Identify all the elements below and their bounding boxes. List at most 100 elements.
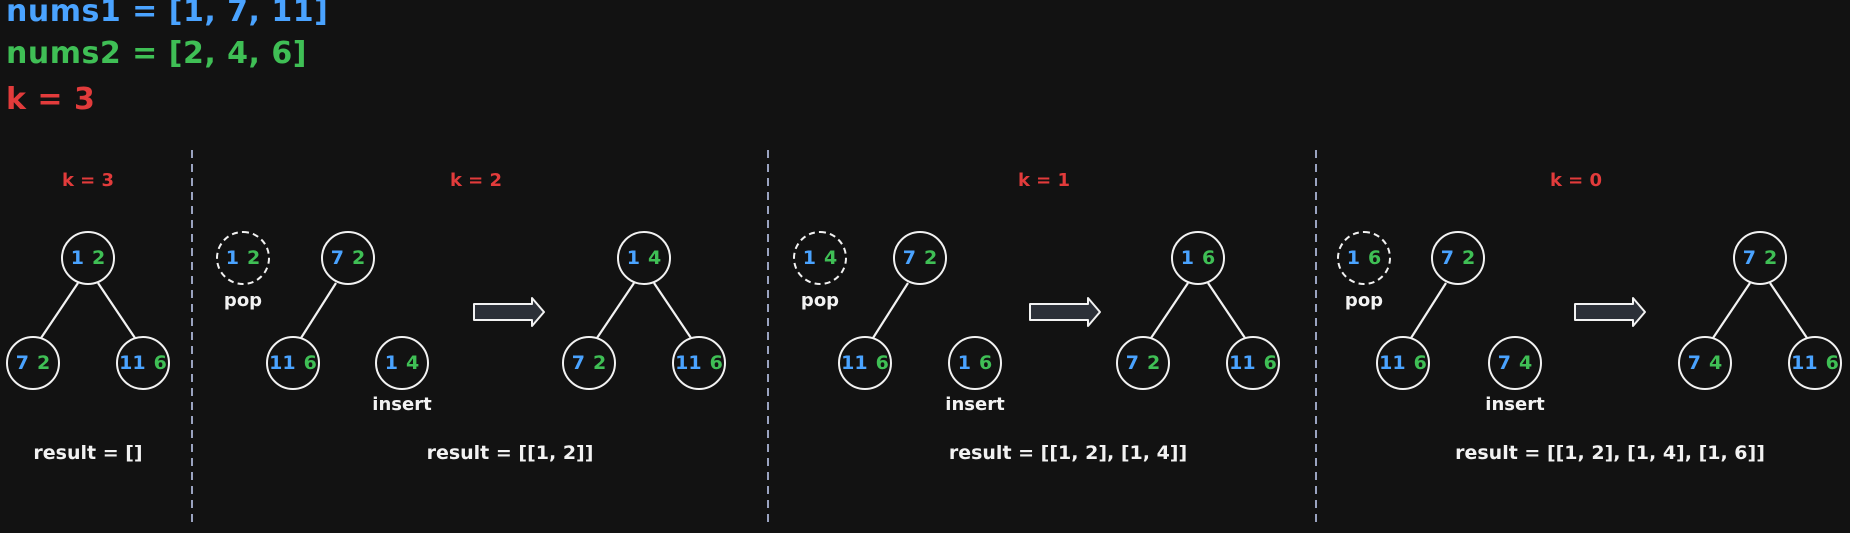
node-nums1-value: 7 (1497, 352, 1511, 374)
node-nums2-value: 4 (648, 247, 662, 269)
tree-edge (1207, 282, 1246, 339)
node-nums2-value: 4 (824, 247, 838, 269)
node-nums1-value: 1 (225, 247, 239, 269)
node-nums2-value: 6 (1263, 352, 1277, 374)
tree-edge (653, 282, 692, 339)
node-nums1-value: 11 (1791, 352, 1818, 374)
pop-label: pop (800, 290, 840, 311)
node-nums1-value: 7 (1742, 247, 1756, 269)
panel-result-label: result = [[1, 2], [1, 4], [1, 6]] (1455, 442, 1765, 464)
node-nums2-value: 2 (1147, 352, 1161, 374)
panel-result-label: result = [[1, 2]] (426, 442, 594, 464)
node-nums1-value: 1 (1180, 247, 1194, 269)
node-nums2-value: 6 (1202, 247, 1216, 269)
tree-edge (97, 282, 136, 339)
node-nums2-value: 6 (979, 352, 993, 374)
tree-edge (1712, 282, 1751, 339)
tree-edge (872, 282, 909, 339)
node-nums2-value: 6 (1413, 352, 1427, 374)
transition-arrow (1029, 297, 1101, 327)
tree-edge (1150, 282, 1189, 339)
node-nums1-value: 7 (1125, 352, 1139, 374)
node-nums2-value: 2 (92, 247, 106, 269)
node-nums2-value: 6 (875, 352, 889, 374)
node-nums2-value: 6 (1825, 352, 1839, 374)
node-nums2-value: 2 (247, 247, 261, 269)
node-nums2-value: 6 (153, 352, 167, 374)
node-nums2-value: 2 (593, 352, 607, 374)
tree-edge (300, 282, 337, 339)
panel-k-label: k = 0 (1549, 170, 1603, 191)
pop-label: pop (223, 290, 263, 311)
node-nums2-value: 6 (303, 352, 317, 374)
node-nums1-value: 1 (384, 352, 398, 374)
panel-result-label: result = [] (33, 442, 143, 464)
transition-arrow (1574, 297, 1646, 327)
k-label: k = 3 (6, 82, 96, 117)
panel-result-label: result = [[1, 2], [1, 4]] (948, 442, 1188, 464)
insert-label: insert (1485, 394, 1545, 415)
insert-label: insert (372, 394, 432, 415)
node-nums1-value: 7 (330, 247, 344, 269)
node-nums2-value: 2 (1764, 247, 1778, 269)
tree-edge (40, 282, 79, 339)
tree-edge (596, 282, 635, 339)
tree-edge (1769, 282, 1808, 339)
node-nums2-value: 6 (709, 352, 723, 374)
panel-k-label: k = 3 (61, 170, 115, 191)
node-nums1-value: 7 (1687, 352, 1701, 374)
node-nums1-value: 7 (902, 247, 916, 269)
node-nums1-value: 7 (15, 352, 29, 374)
node-nums2-value: 2 (924, 247, 938, 269)
heap-node: 11 6 (116, 336, 170, 390)
heap-node: 11 6 (1226, 336, 1280, 390)
node-nums1-value: 1 (626, 247, 640, 269)
node-nums1-value: 11 (269, 352, 296, 374)
heap-node: 11 6 (838, 336, 892, 390)
node-nums2-value: 2 (352, 247, 366, 269)
heap-node: 11 6 (1376, 336, 1430, 390)
node-nums1-value: 11 (1229, 352, 1256, 374)
transition-arrow (473, 297, 545, 327)
node-nums1-value: 7 (1440, 247, 1454, 269)
insert-label: insert (945, 394, 1005, 415)
node-nums1-value: 1 (70, 247, 84, 269)
node-nums1-value: 11 (119, 352, 146, 374)
nums1-label: nums1 = [1, 7, 11] (6, 0, 329, 29)
panel-k-label: k = 2 (449, 170, 503, 191)
node-nums2-value: 6 (1368, 247, 1382, 269)
node-nums2-value: 2 (37, 352, 51, 374)
nums2-label: nums2 = [2, 4, 6] (6, 36, 307, 71)
node-nums1-value: 1 (802, 247, 816, 269)
heap-node: 11 6 (1788, 336, 1842, 390)
node-nums1-value: 1 (1346, 247, 1360, 269)
panel-k-label: k = 1 (1017, 170, 1071, 191)
pop-label: pop (1344, 290, 1384, 311)
tree-edge (1410, 282, 1447, 339)
node-nums2-value: 4 (1519, 352, 1533, 374)
node-nums2-value: 2 (1462, 247, 1476, 269)
node-nums1-value: 11 (841, 352, 868, 374)
heap-node: 11 6 (266, 336, 320, 390)
node-nums1-value: 11 (1379, 352, 1406, 374)
node-nums1-value: 1 (957, 352, 971, 374)
